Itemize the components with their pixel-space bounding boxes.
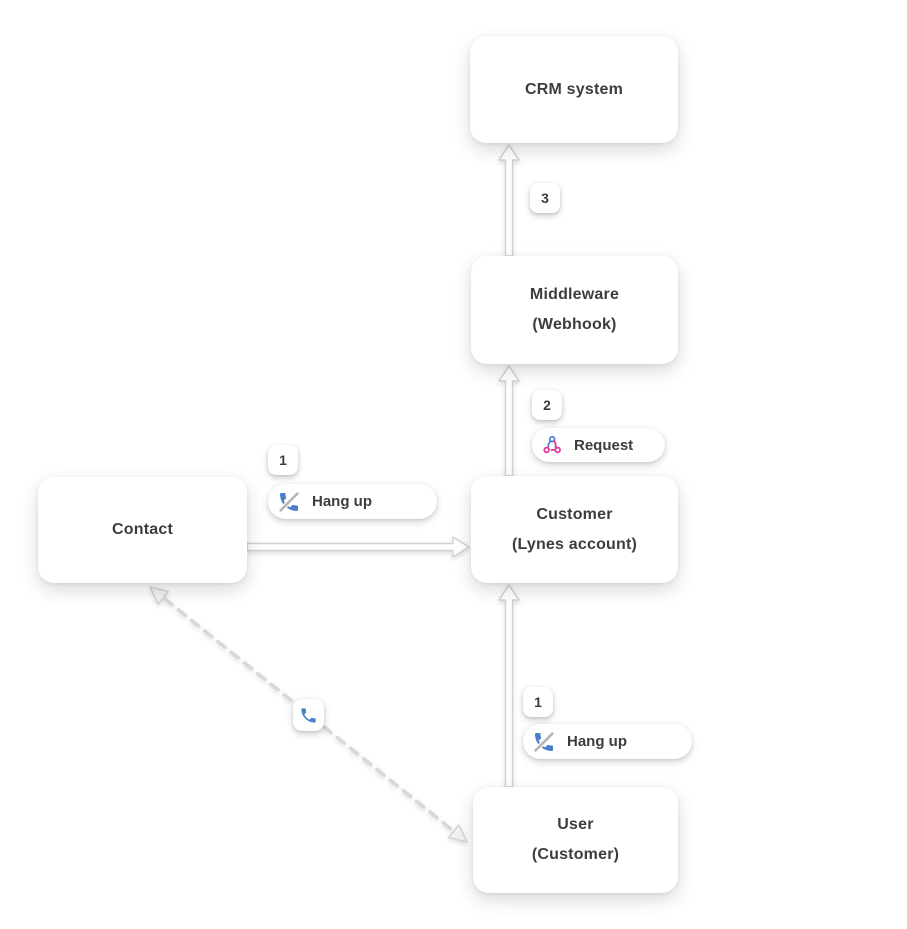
step-number: 2 (543, 397, 551, 413)
hang-up-label-user: Hang up (523, 724, 692, 759)
hang-up-text: Hang up (312, 493, 372, 510)
edge-customer-to-middleware (498, 365, 520, 477)
hang-up-phone-icon (533, 730, 555, 753)
node-label: User (557, 816, 594, 833)
node-sublabel: (Lynes account) (511, 535, 638, 553)
node-label: Middleware (529, 286, 620, 303)
step-number: 1 (534, 694, 542, 710)
request-label: Request (532, 428, 665, 462)
call-icon-chip (293, 699, 324, 731)
node-middleware[interactable]: Middleware (Webhook) (471, 256, 678, 364)
node-label: CRM system (524, 80, 624, 98)
node-sublabel: (Customer) (531, 846, 620, 863)
edge-contact-to-customer (246, 536, 470, 558)
step-number: 1 (279, 452, 287, 468)
webhook-icon (543, 435, 561, 454)
edge-call-arrowhead-contact (149, 586, 169, 605)
hang-up-text: Hang up (567, 733, 627, 750)
step-number: 3 (541, 190, 549, 206)
step-badge-1-contact: 1 (268, 445, 298, 475)
node-label: Customer (536, 505, 613, 523)
phone-icon (301, 707, 316, 723)
node-customer[interactable]: Customer (Lynes account) (471, 476, 678, 583)
edge-middleware-to-crm (498, 144, 520, 257)
request-text: Request (574, 436, 634, 454)
step-badge-2: 2 (532, 390, 562, 420)
edge-call-arrowhead-user (448, 824, 468, 843)
node-user[interactable]: User (Customer) (473, 787, 678, 893)
hang-up-phone-icon (278, 490, 300, 513)
hang-up-label-contact: Hang up (268, 484, 437, 519)
step-badge-3: 3 (530, 183, 560, 213)
node-sublabel: (Webhook) (532, 316, 617, 333)
step-badge-1-user: 1 (523, 687, 553, 717)
node-label: Contact (112, 521, 173, 538)
node-crm-system[interactable]: CRM system (470, 36, 678, 143)
edge-user-to-customer (498, 584, 520, 788)
node-contact[interactable]: Contact (38, 477, 247, 583)
